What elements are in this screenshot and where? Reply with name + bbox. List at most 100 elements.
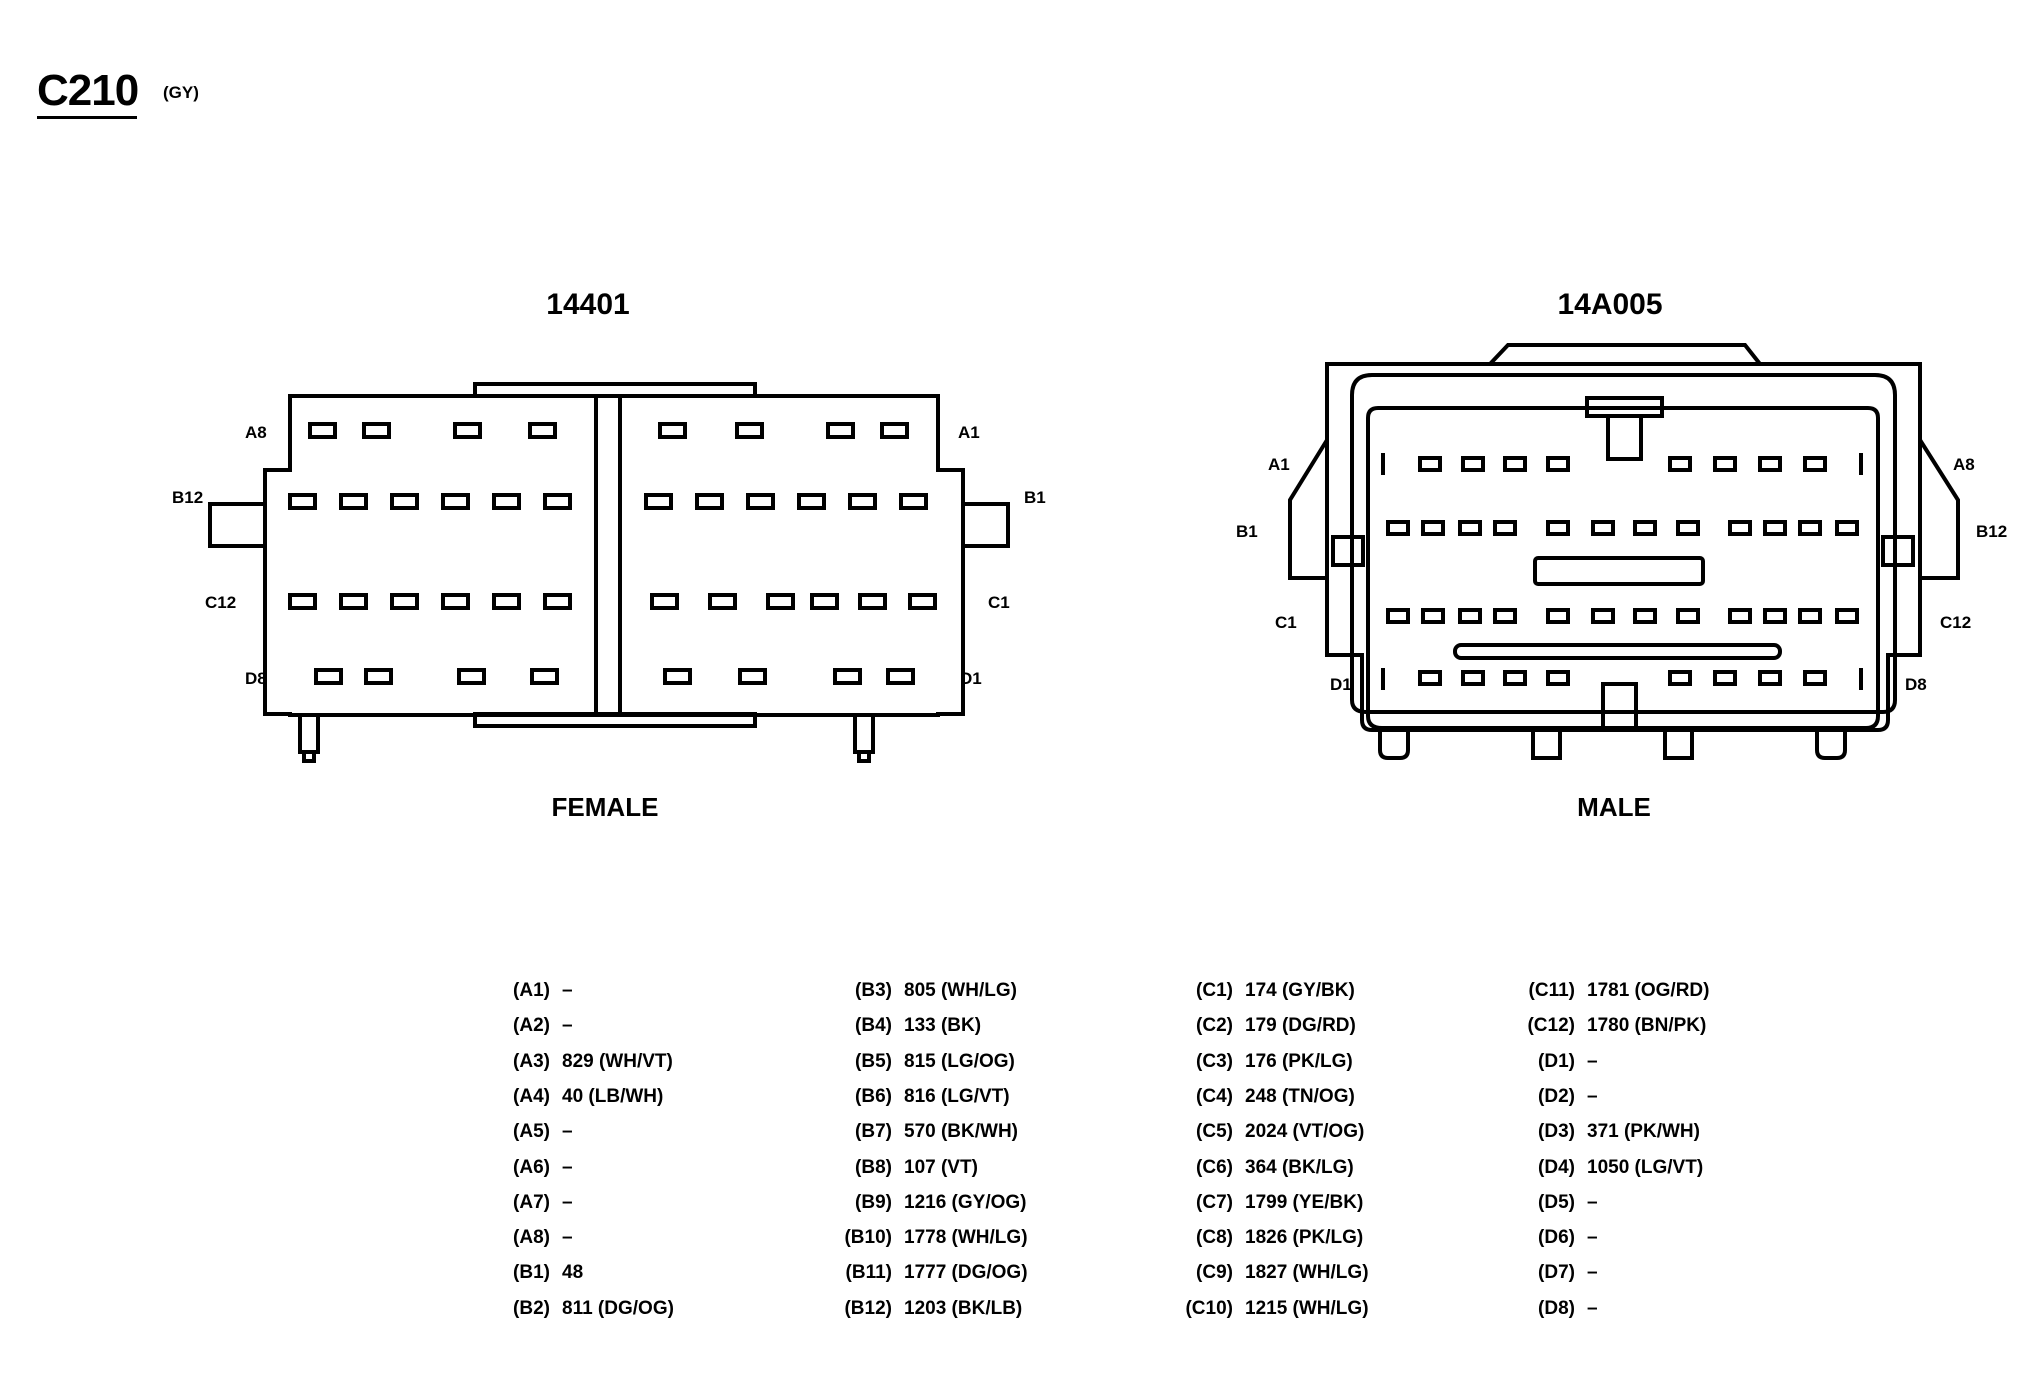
male-middle-shell bbox=[1350, 373, 1897, 714]
pin-id: (A4) bbox=[513, 1085, 550, 1107]
pin-id: (D8) bbox=[1538, 1297, 1575, 1319]
pin-id: (C11) bbox=[1528, 980, 1575, 1001]
pin-id: (C7) bbox=[1196, 1191, 1233, 1213]
pin-wire: – bbox=[562, 1156, 573, 1178]
pin-id: (D6) bbox=[1538, 1227, 1575, 1249]
female-right-key bbox=[961, 502, 1010, 548]
male-label-a8: A8 bbox=[1953, 455, 1975, 474]
pin-wire: 48 bbox=[562, 1262, 584, 1284]
male-top-latch bbox=[1488, 343, 1762, 366]
pin-wire: 1215 (WH/LG) bbox=[1245, 1297, 1369, 1319]
pin-wire: – bbox=[1587, 1227, 1598, 1249]
pin-id: (C9) bbox=[1196, 1262, 1233, 1284]
pin-wire: 40 (LB/WH) bbox=[562, 1085, 664, 1107]
pin-id: (B2) bbox=[513, 1297, 550, 1319]
female-label-c12: C12 bbox=[205, 593, 236, 612]
pin-wire: 1826 (PK/LG) bbox=[1245, 1227, 1364, 1249]
pin-wire: 174 (GY/BK) bbox=[1245, 980, 1355, 1001]
pin-wire: 179 (DG/RD) bbox=[1245, 1015, 1356, 1037]
pin-wire: 1216 (GY/OG) bbox=[904, 1191, 1027, 1213]
pin-id: (C12) bbox=[1527, 1015, 1575, 1037]
pin-id: (D1) bbox=[1538, 1050, 1575, 1072]
pin-wire: 1780 (BN/PK) bbox=[1587, 1015, 1707, 1037]
pin-id: (B3) bbox=[855, 980, 892, 1001]
female-label-c1: C1 bbox=[988, 593, 1010, 612]
pin-id: (C6) bbox=[1196, 1156, 1233, 1178]
male-gender-label: MALE bbox=[1577, 792, 1651, 822]
male-label-b12: B12 bbox=[1976, 522, 2007, 541]
pin-id: (C1) bbox=[1196, 980, 1233, 1001]
pin-wire: 805 (WH/LG) bbox=[904, 980, 1017, 1001]
pin-id: (B9) bbox=[855, 1191, 892, 1213]
pin-id: (A7) bbox=[513, 1191, 550, 1213]
male-left-flange bbox=[1288, 438, 1329, 580]
pin-wire: – bbox=[562, 980, 573, 1001]
pin-wire: 829 (WH/VT) bbox=[562, 1050, 673, 1072]
pin-wire: 371 (PK/WH) bbox=[1587, 1121, 1700, 1143]
female-label-d8: D8 bbox=[245, 669, 267, 688]
female-label-b1: B1 bbox=[1024, 488, 1046, 507]
pin-wire: 1777 (DG/OG) bbox=[904, 1262, 1028, 1284]
pin-wire: 133 (BK) bbox=[904, 1015, 982, 1037]
pin-id: (D4) bbox=[1538, 1156, 1575, 1178]
pin-wire: – bbox=[562, 1191, 573, 1213]
pin-wire: 1778 (WH/LG) bbox=[904, 1227, 1028, 1249]
pin-wire: 1781 (OG/RD) bbox=[1587, 980, 1710, 1001]
male-part-number: 14A005 bbox=[1557, 288, 1662, 321]
pin-wire: – bbox=[1587, 1085, 1598, 1107]
pin-id: (B10) bbox=[844, 1227, 892, 1249]
pin-id: (B1) bbox=[513, 1262, 550, 1284]
pin-wire: 570 (BK/WH) bbox=[904, 1121, 1019, 1143]
pin-id: (A6) bbox=[513, 1156, 550, 1178]
pin-wire: 1799 (YE/BK) bbox=[1245, 1191, 1364, 1213]
pin-id: (A5) bbox=[513, 1121, 550, 1143]
pin-wire: – bbox=[1587, 1297, 1598, 1319]
female-body bbox=[263, 394, 965, 717]
pin-id: (D3) bbox=[1538, 1121, 1575, 1143]
male-inner-face bbox=[1366, 406, 1880, 730]
pin-wire: 1050 (LG/VT) bbox=[1587, 1156, 1704, 1178]
pin-id: (C5) bbox=[1196, 1121, 1233, 1143]
male-label-c12: C12 bbox=[1940, 613, 1971, 632]
pin-wire: 176 (PK/LG) bbox=[1245, 1050, 1353, 1072]
pin-id: (D7) bbox=[1538, 1262, 1575, 1284]
pin-wire: 248 (TN/OG) bbox=[1245, 1085, 1355, 1107]
title-underline bbox=[37, 116, 137, 119]
pin-id: (B8) bbox=[855, 1156, 892, 1178]
female-left-key bbox=[208, 502, 267, 548]
pin-wire: 107 (VT) bbox=[904, 1156, 978, 1178]
pin-id: (C10) bbox=[1185, 1297, 1233, 1319]
pin-wire: 811 (DG/OG) bbox=[562, 1297, 674, 1319]
pin-wire: – bbox=[1587, 1191, 1598, 1213]
pin-wire: – bbox=[562, 1015, 573, 1037]
pin-id: (B7) bbox=[855, 1121, 892, 1143]
pin-id: (A2) bbox=[513, 1015, 550, 1037]
male-label-d1: D1 bbox=[1330, 675, 1352, 694]
male-label-b1: B1 bbox=[1236, 522, 1258, 541]
pin-wire: – bbox=[1587, 1050, 1598, 1072]
connector-color-code: (GY) bbox=[163, 83, 199, 102]
pin-wire: 1203 (BK/LB) bbox=[904, 1297, 1023, 1319]
male-connector bbox=[1288, 343, 1960, 760]
pin-id: (C2) bbox=[1196, 1015, 1233, 1037]
pin-wire: 815 (LG/OG) bbox=[904, 1050, 1015, 1072]
female-gender-label: FEMALE bbox=[552, 792, 659, 822]
male-label-d8: D8 bbox=[1905, 675, 1927, 694]
pin-id: (C8) bbox=[1196, 1227, 1233, 1249]
female-label-b12: B12 bbox=[172, 488, 203, 507]
male-outer-shell bbox=[1325, 362, 1922, 732]
male-right-flange bbox=[1918, 438, 1960, 580]
pin-wire: 364 (BK/LG) bbox=[1245, 1156, 1354, 1178]
pin-id: (B12) bbox=[844, 1297, 892, 1319]
pin-id: (D5) bbox=[1538, 1191, 1575, 1213]
pin-wire: 816 (LG/VT) bbox=[904, 1085, 1010, 1107]
pin-id: (C4) bbox=[1196, 1085, 1233, 1107]
pin-id: (A8) bbox=[513, 1227, 550, 1249]
female-label-d1: D1 bbox=[960, 669, 982, 688]
male-label-c1: C1 bbox=[1275, 613, 1297, 632]
pin-id: (A1) bbox=[513, 980, 550, 1001]
pin-id: (B6) bbox=[855, 1085, 892, 1107]
pin-id: (B11) bbox=[845, 1262, 892, 1284]
pin-wire: – bbox=[562, 1227, 573, 1249]
